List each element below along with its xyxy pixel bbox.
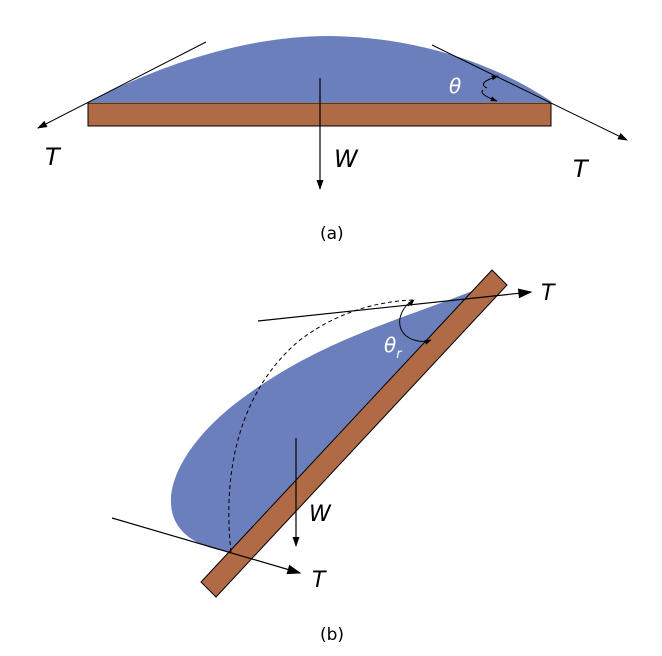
weight-label-b: W [309, 502, 332, 527]
panel-b-caption: (b) [320, 625, 344, 645]
receding-angle-arc-tip [407, 299, 415, 307]
inclined-drop [170, 290, 476, 552]
weight-label: W [334, 145, 359, 173]
tension-right-arrow [431, 44, 628, 141]
tension-top-label: T [541, 281, 556, 306]
contact-angle-arc-lower [481, 89, 498, 102]
inclined-plate [200, 269, 508, 598]
receding-angle-label: θr [384, 333, 403, 362]
tension-left-arrow [37, 41, 207, 129]
panel-a: θ T T W (a) [37, 36, 628, 244]
tension-right-label: T [573, 155, 590, 183]
receding-angle-arc [399, 299, 432, 345]
panel-a-caption: (a) [320, 224, 344, 244]
tension-bottom-label: T [312, 568, 327, 593]
contact-angle-arc [482, 75, 499, 89]
receding-angle-symbol: θ [384, 333, 396, 357]
tension-bottom-arrow [111, 517, 302, 575]
dashed-drop-profile [228, 299, 414, 553]
tension-left-label: T [45, 143, 62, 171]
panel-b: θr T T W (b) [111, 269, 556, 645]
sessile-drop [88, 36, 552, 102]
contact-angle-label: θ [449, 74, 461, 98]
tension-top-arrow [257, 288, 533, 322]
receding-angle-subscript: r [396, 347, 403, 362]
